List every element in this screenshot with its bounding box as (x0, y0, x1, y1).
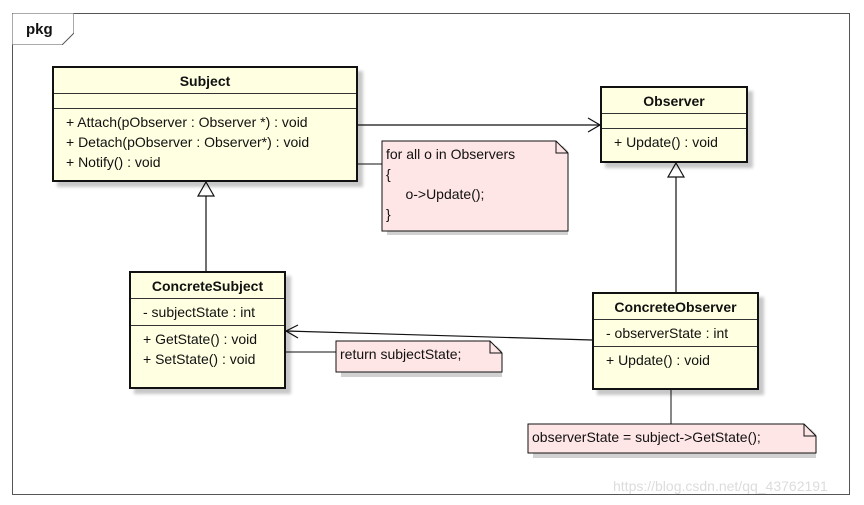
watermark: https://blog.csdn.net/qq_43762191 (613, 478, 828, 494)
operation: + GetState() : void (143, 331, 257, 347)
hollow-triangle-icon (196, 180, 216, 197)
operations-compartment: + Attach(pObserver : Observer *) : void … (54, 109, 356, 175)
note-shape (527, 423, 817, 458)
operations-compartment: + Update() : void (594, 347, 757, 373)
operation: + SetState() : void (143, 351, 256, 367)
note-line: for all o in Observers (386, 146, 516, 162)
attributes-compartment: - observerState : int (594, 320, 757, 347)
class-concrete-subject[interactable]: ConcreteSubject - subjectState : int + G… (129, 271, 286, 389)
class-subject[interactable]: Subject + Attach(pObserver : Observer *)… (52, 66, 358, 182)
note-text: for all o in Observers { o->Update(); } (382, 141, 568, 227)
attribute: - subjectState : int (143, 304, 256, 320)
class-concrete-observer[interactable]: ConcreteObserver - observerState : int +… (592, 292, 759, 390)
note-line: } (386, 206, 391, 222)
note-get-state[interactable]: return subjectState; (335, 340, 503, 377)
note-line: { (386, 166, 391, 182)
operation: + Notify() : void (66, 154, 161, 170)
note-line: o->Update(); (386, 186, 485, 202)
operation: + Update() : void (606, 352, 710, 368)
note-text: return subjectState; (340, 346, 462, 362)
package-tab (12, 13, 74, 45)
hollow-triangle-icon (666, 161, 686, 178)
operation: + Attach(pObserver : Observer *) : void (66, 114, 308, 130)
class-name: ConcreteObserver (594, 294, 757, 320)
class-observer[interactable]: Observer + Update() : void (600, 86, 748, 163)
package-label: pkg (26, 21, 53, 38)
note-shape (381, 140, 569, 235)
association-concreteobserver-concretesubject (285, 330, 593, 341)
operation: + Update() : void (614, 134, 718, 150)
open-arrowhead-icon (284, 324, 299, 339)
operations-compartment: + Update() : void (602, 129, 746, 155)
class-name: Observer (602, 88, 746, 114)
attribute: - observerState : int (606, 325, 729, 341)
class-name: ConcreteSubject (131, 273, 284, 299)
note-shape (335, 340, 503, 377)
attributes-compartment (602, 114, 746, 129)
operation: + Detach(pObserver : Observer*) : void (66, 134, 310, 150)
operations-compartment: + GetState() : void + SetState() : void (131, 326, 284, 372)
note-update[interactable]: observerState = subject->GetState(); (527, 423, 817, 458)
note-text: observerState = subject->GetState(); (532, 429, 761, 445)
note-notify[interactable]: for all o in Observers { o->Update(); } (381, 140, 569, 235)
attributes-compartment: - subjectState : int (131, 299, 284, 326)
attributes-compartment (54, 94, 356, 109)
class-name: Subject (54, 68, 356, 94)
